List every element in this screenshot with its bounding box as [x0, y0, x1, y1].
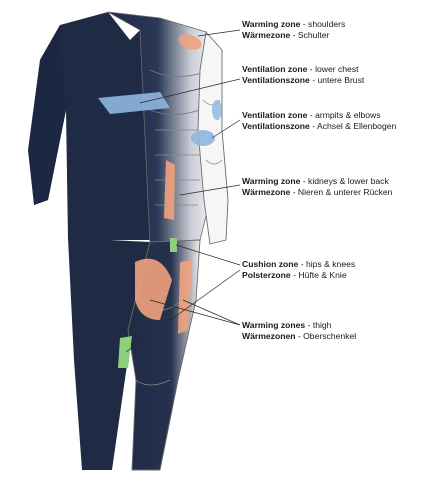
warming-zone-kidneys — [164, 160, 175, 220]
label-ventilation-lower-chest: Ventilation zone - lower chest Ventilati… — [242, 64, 365, 85]
label-ventilation-armpits: Ventilation zone - armpits & elbows Vent… — [242, 110, 397, 131]
cushion-zone-hips-knees — [118, 238, 177, 368]
label-warming-kidneys: Warming zone - kidneys & lower back Wärm… — [242, 176, 393, 197]
ventilation-zone-lower-chest — [98, 92, 170, 114]
warming-zone-thigh — [135, 258, 192, 334]
label-cushion-hips-knees: Cushion zone - hips & knees Polsterzone … — [242, 259, 356, 280]
label-warming-thigh: Warming zones - thigh Wärmezonen - Obers… — [242, 320, 357, 341]
navy-shirt — [28, 12, 150, 240]
navy-left-leg — [68, 238, 150, 470]
leader-lines — [125, 29, 241, 353]
label-warming-shoulders: Warming zone - shoulders Wärmezone - Sch… — [242, 19, 346, 40]
ventilation-zone-armpits-elbows — [191, 100, 222, 146]
transparent-torso — [107, 11, 219, 245]
warming-zone-shoulders — [178, 34, 202, 50]
